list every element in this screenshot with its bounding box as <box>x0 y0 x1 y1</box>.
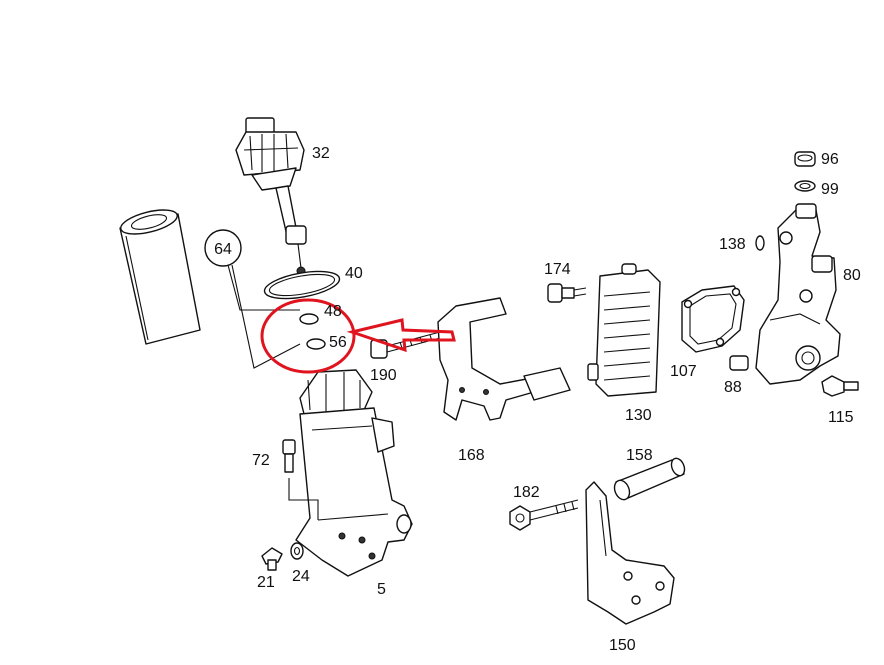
leader-lines-64 <box>227 264 301 369</box>
seal-99 <box>794 180 816 192</box>
filter-bracket-80 <box>755 203 841 385</box>
bolt-115 <box>821 375 859 397</box>
plug-72 <box>282 439 319 520</box>
label-24: 24 <box>292 568 310 585</box>
highlight-arrow <box>346 318 456 353</box>
plug-96 <box>794 151 816 167</box>
bolt-182 <box>509 499 579 531</box>
bracket-168 <box>437 297 571 421</box>
bolt-174 <box>547 283 587 303</box>
label-138: 138 <box>719 236 746 253</box>
bracket-150 <box>585 481 675 625</box>
label-190: 190 <box>370 367 397 384</box>
label-107: 107 <box>670 363 697 380</box>
bolt-21 <box>261 547 283 571</box>
filter-element-64 <box>119 209 201 345</box>
label-56: 56 <box>329 334 347 351</box>
label-80: 80 <box>843 267 861 284</box>
washer-24 <box>290 542 304 560</box>
plug-88 <box>729 355 749 371</box>
seal-ring-56 <box>306 338 326 350</box>
gasket-107 <box>681 285 745 353</box>
label-130: 130 <box>625 407 652 424</box>
label-158: 158 <box>626 447 653 464</box>
seal-138 <box>755 235 765 251</box>
filter-cap-32 <box>235 117 307 276</box>
label-72: 72 <box>252 452 270 469</box>
label-40: 40 <box>345 265 363 282</box>
oil-cooler-130 <box>587 263 661 397</box>
label-21: 21 <box>257 574 275 591</box>
label-174: 174 <box>544 261 571 278</box>
label-182: 182 <box>513 484 540 501</box>
label-64: 64 <box>214 241 232 258</box>
label-150: 150 <box>609 637 636 654</box>
label-96: 96 <box>821 151 839 168</box>
sleeve-158 <box>613 457 686 501</box>
label-48: 48 <box>324 303 342 320</box>
filter-housing-5 <box>295 369 413 577</box>
label-99: 99 <box>821 181 839 198</box>
label-5: 5 <box>377 581 386 598</box>
label-168: 168 <box>458 447 485 464</box>
highlight-circle <box>260 298 356 374</box>
seal-ring-48 <box>299 313 319 325</box>
o-ring-40 <box>263 270 341 300</box>
label-32: 32 <box>312 145 330 162</box>
label-115: 115 <box>828 409 854 426</box>
callout-64 <box>204 229 242 267</box>
label-88: 88 <box>724 379 742 396</box>
